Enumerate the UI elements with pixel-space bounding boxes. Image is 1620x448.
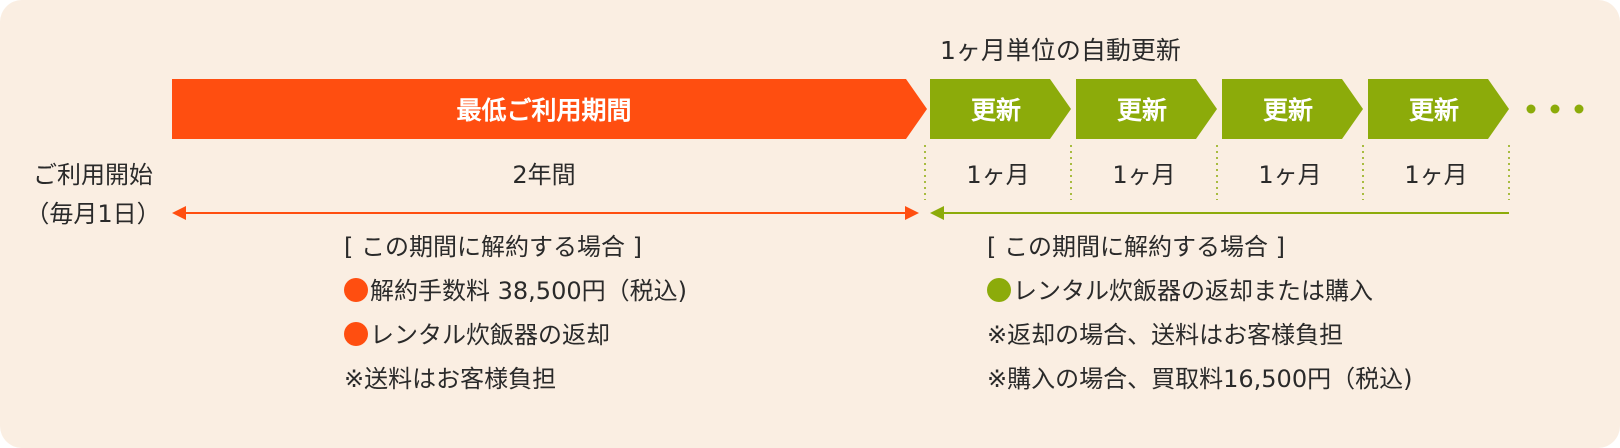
minimum-cancel-header: [ この期間に解約する場合 ] xyxy=(344,233,642,261)
minimum-cancel-item-fee: 解約手数料 38,500円（税込) xyxy=(344,276,687,306)
renewal-chevron-3-label: 更新 xyxy=(1263,96,1313,125)
renewal-duration-1: 1ヶ月 xyxy=(966,161,1030,189)
renewal-cancel-header: [ この期間に解約する場合 ] xyxy=(987,233,1285,261)
start-label-line2: （毎月1日） xyxy=(25,200,161,228)
renewal-chevron-2-label: 更新 xyxy=(1117,96,1167,125)
renewal-duration-2: 1ヶ月 xyxy=(1112,161,1176,189)
renewal-chevron-1 xyxy=(930,79,1071,139)
renewal-cancel-note-purchase: ※購入の場合、買取料16,500円（税込) xyxy=(987,365,1413,393)
renewal-title: 1ヶ月単位の自動更新 xyxy=(940,36,1181,65)
minimum-cancel-item-return: レンタル炊飯器の返却 xyxy=(344,320,687,350)
minimum-cancel-note: ※送料はお客様負担 xyxy=(344,365,557,393)
minimum-period-arrow xyxy=(172,206,919,220)
green-bullet-icon xyxy=(987,278,1011,302)
renewal-chevron-1-label: 更新 xyxy=(971,96,1021,125)
minimum-cancel-fee-text: 解約手数料 38,500円（税込) xyxy=(370,277,687,305)
orange-bullet-icon xyxy=(344,278,368,302)
renewal-duration-4: 1ヶ月 xyxy=(1404,161,1468,189)
minimum-duration-label: 2年間 xyxy=(512,161,576,189)
orange-bullet-icon xyxy=(344,322,368,346)
renewal-period-arrow xyxy=(930,206,1509,220)
continuation-ellipsis xyxy=(1526,104,1584,114)
minimum-cancel-return-text: レンタル炊飯器の返却 xyxy=(370,321,610,349)
minimum-period-bar xyxy=(172,79,927,139)
start-label-line1: ご利用開始 xyxy=(33,161,153,189)
renewal-chevron-4-label: 更新 xyxy=(1409,96,1459,125)
renewal-duration-3: 1ヶ月 xyxy=(1258,161,1322,189)
renewal-cancel-note-return: ※返却の場合、送料はお客様負担 xyxy=(987,321,1344,349)
renewal-chevron-3 xyxy=(1222,79,1363,139)
renewal-chevron-2 xyxy=(1076,79,1217,139)
minimum-period-bar-label: 最低ご利用期間 xyxy=(456,96,631,125)
minimum-cancel-info: [ この期間に解約する場合 ] 解約手数料 38,500円（税込) レンタル炊飯… xyxy=(344,232,687,394)
renewal-cancel-item-text: レンタル炊飯器の返却または購入 xyxy=(1013,277,1373,305)
renewal-cancel-info: [ この期間に解約する場合 ] レンタル炊飯器の返却または購入 ※返却の場合、送… xyxy=(987,232,1412,394)
renewal-cancel-item: レンタル炊飯器の返却または購入 xyxy=(987,276,1412,306)
renewal-chevron-4 xyxy=(1368,79,1509,139)
